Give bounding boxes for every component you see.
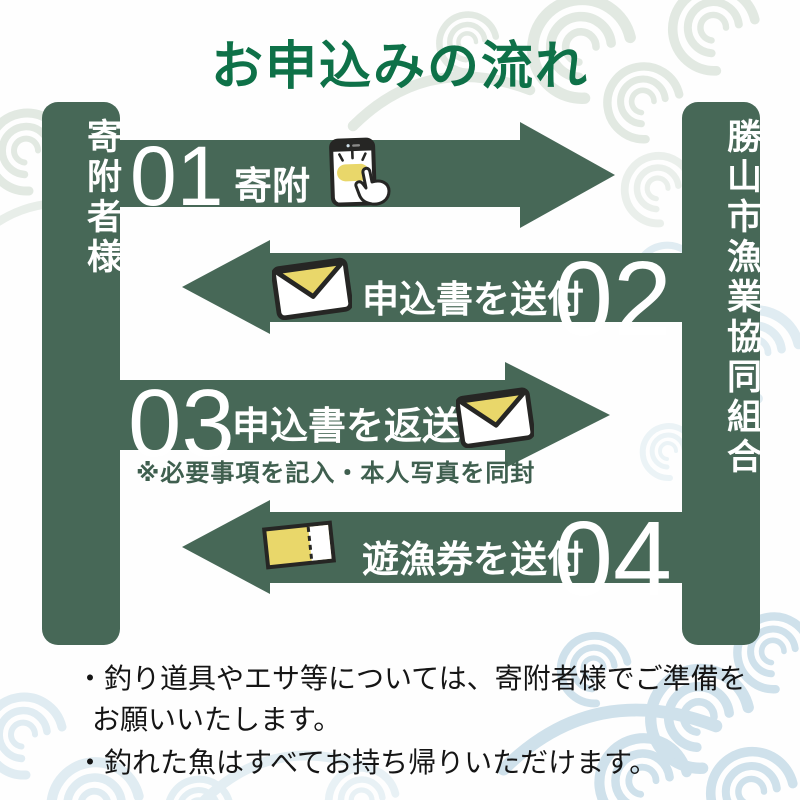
step3-note: ※必要事項を記入・本人写真を同封 <box>136 460 536 487</box>
step4-label: 遊漁券を送付 <box>362 539 584 580</box>
envelope-icon <box>272 257 352 320</box>
step3-label: 申込書を返送 <box>232 406 461 448</box>
step4-arrow-shaft <box>268 512 756 583</box>
smartphone-tap-icon <box>329 137 391 207</box>
step1-arrow-head <box>520 122 615 228</box>
step1-arrow-shaft <box>120 140 520 207</box>
step3-number: 03 <box>128 370 235 477</box>
envelope-icon <box>456 387 534 448</box>
footnote-item: ・釣れた魚はすべてお持ち帰りいただけます。 <box>76 747 658 778</box>
donor-bar: 寄附者様 <box>42 102 121 645</box>
step1-label: 寄附 <box>234 166 311 208</box>
donor-bar-label: 寄附者様 <box>82 118 121 278</box>
ticket-icon <box>262 520 336 570</box>
association-bar-label: 勝山市漁業協同組合 <box>722 118 761 478</box>
step1-number: 01 <box>130 129 224 223</box>
footnote-item: ・釣り道具やエサ等については、寄附者様でご準備を <box>76 663 747 694</box>
footnote-item-continuation: お願いいたします。 <box>92 704 342 735</box>
step2-arrow-head <box>182 240 270 334</box>
step3-arrow-shaft <box>120 380 505 450</box>
step4-arrow-head <box>182 500 270 594</box>
step2-number: 02 <box>554 240 672 358</box>
page-title: お申込みの流れ <box>210 38 589 96</box>
step4-number: 04 <box>554 500 672 618</box>
association-bar: 勝山市漁業協同組合 <box>682 102 761 645</box>
step2-label: 申込書を送付 <box>362 279 584 320</box>
